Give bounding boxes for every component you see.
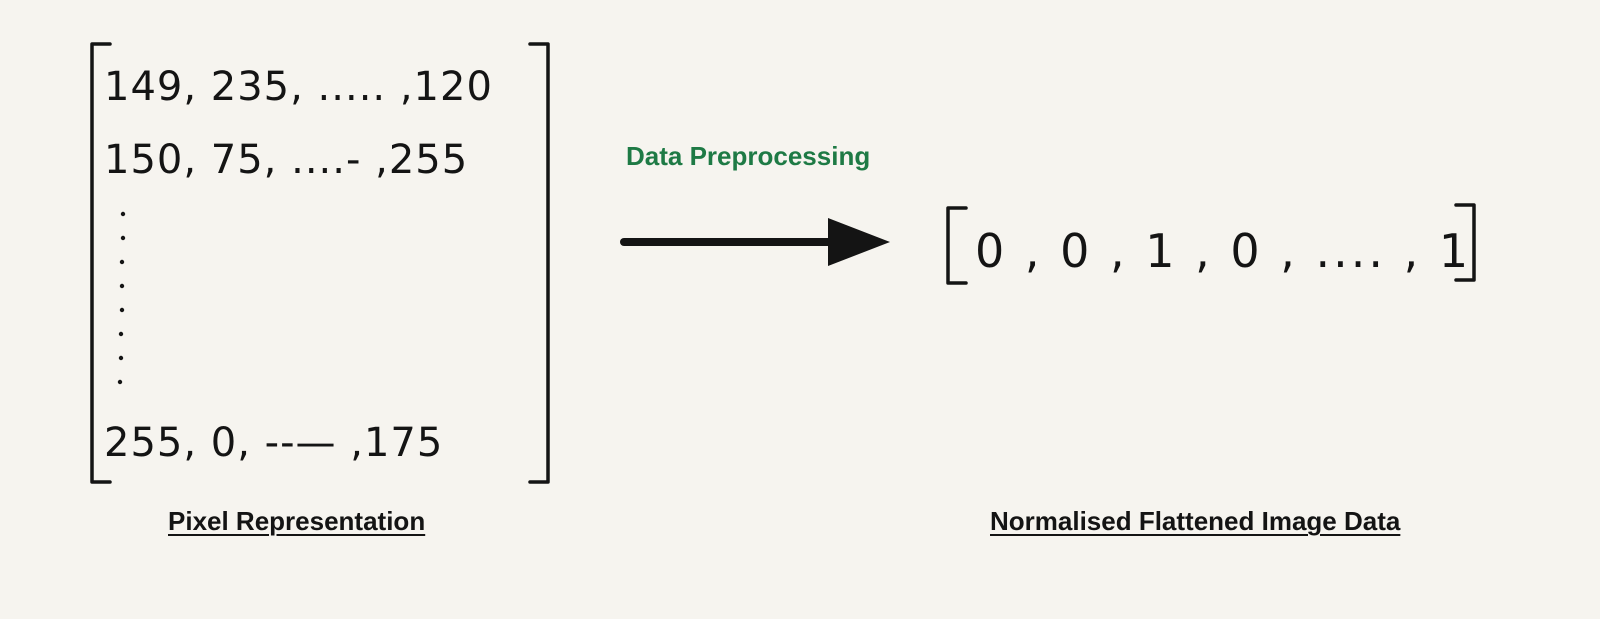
matrix-row-last: 255, 0, --— ,175: [104, 420, 443, 466]
process-arrow: [620, 218, 890, 266]
normalised-vector: 0 , 0 , 1 , 0 , .... , 1: [975, 224, 1471, 278]
matrix-row-1: 149, 235, ..... ,120: [104, 64, 493, 110]
matrix-left-bracket: [90, 42, 112, 484]
matrix-row-2: 150, 75, ....- ,255: [104, 137, 468, 183]
vector-left-bracket: [946, 206, 968, 285]
matrix-right-bracket: [528, 42, 550, 484]
normalised-data-caption: Normalised Flattened Image Data: [990, 506, 1401, 536]
vector-right-bracket: [1454, 203, 1476, 282]
process-label: Data Preprocessing: [626, 141, 871, 171]
vertical-ellipsis: [117, 211, 126, 385]
pixel-representation-caption: Pixel Representation: [168, 506, 426, 536]
